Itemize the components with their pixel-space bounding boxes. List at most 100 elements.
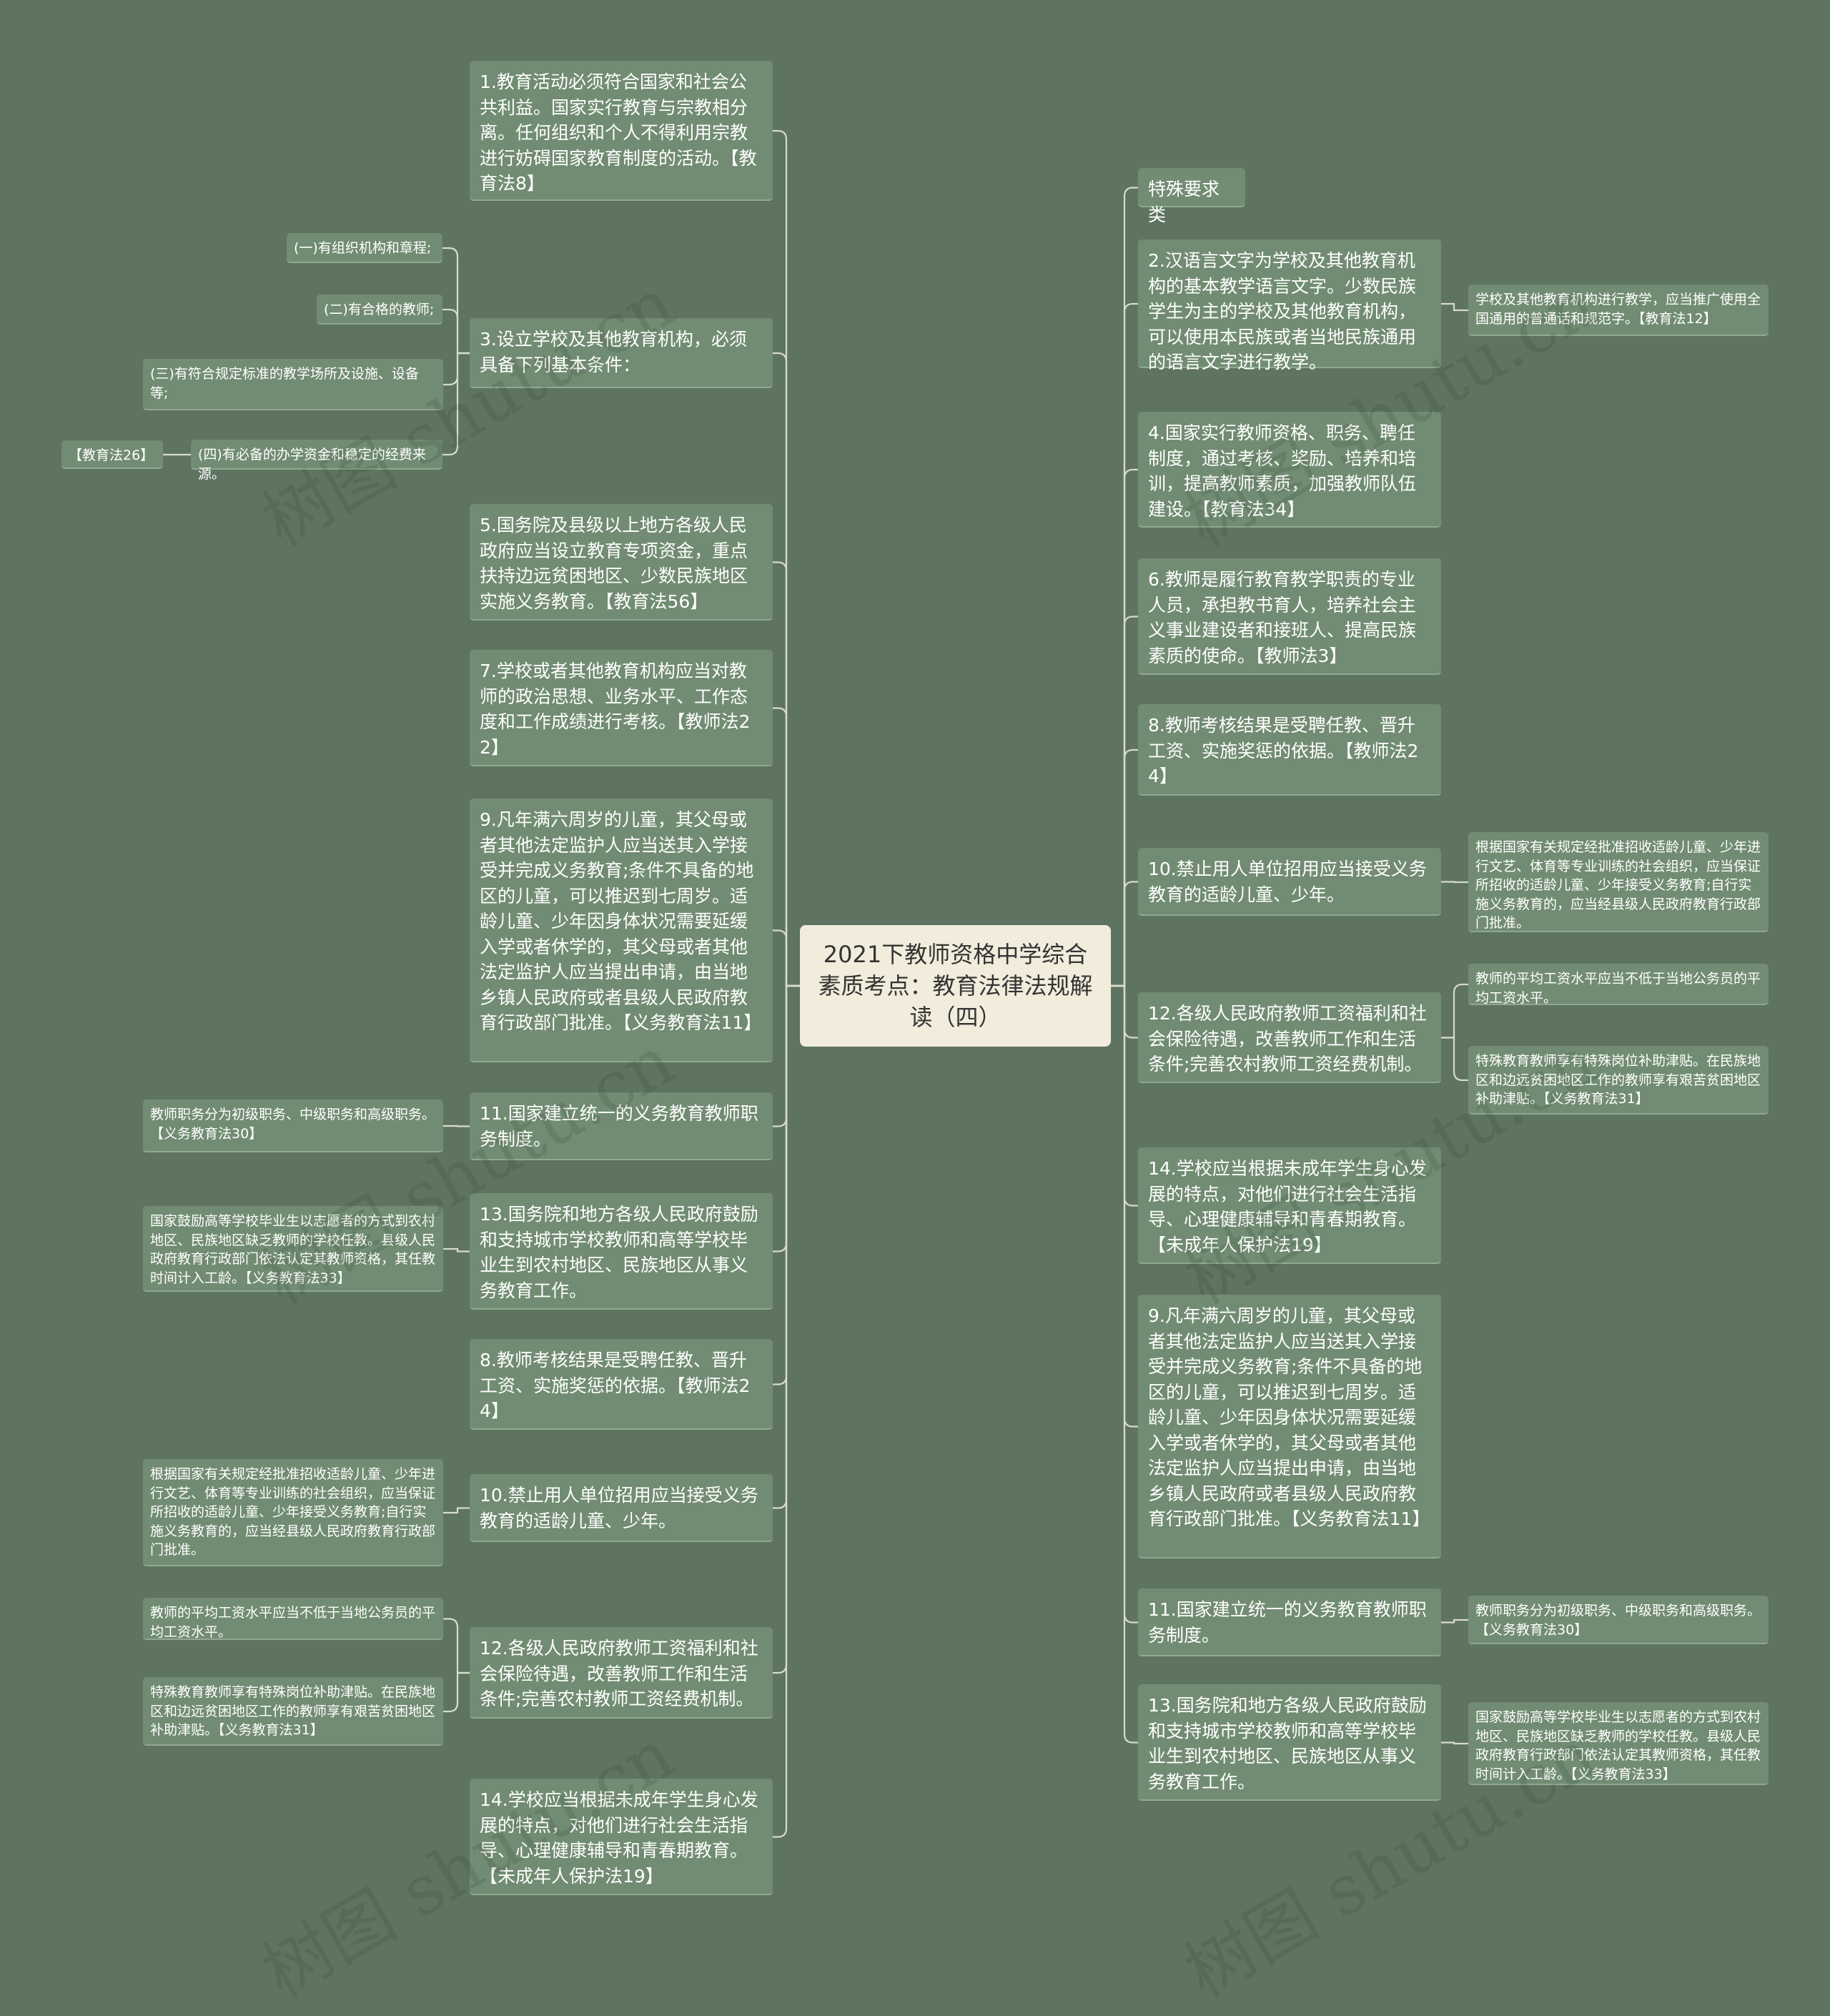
left-topic-3[interactable]: 5.国务院及县级以上地方各级人民政府应当设立教育专项资金，重点扶持边远贫困地区、… [470,504,773,621]
left-topic-6[interactable]: 11.国家建立统一的义务教育教师职务制度。 [470,1092,773,1160]
right-topic-11[interactable]: 13.国务院和地方各级人民政府鼓励和支持城市学校教师和高等学校毕业生到农村地区、… [1138,1684,1441,1801]
right-topic-2[interactable]: 2.汉语言文字为学校及其他教育机构的基本教学语言文字。少数民族学生为主的学校及其… [1138,239,1441,372]
right-topic-7-child-1-text: 教师的平均工资水平应当不低于当地公务员的平均工资水平。 [1475,971,1761,1006]
left-topic-2[interactable]: 3.设立学校及其他教育机构，必须具备下列基本条件： [470,318,773,388]
right-topic-10-child-1-text: 教师职务分为初级职务、中级职务和高级职务。【义务教育法30】 [1475,1603,1761,1638]
left-topic-3-child-4-ref[interactable]: 【教育法26】 [61,440,163,469]
connector-line [442,247,470,355]
left-topic-3-child-4-text: (四)有必备的办学资金和稳定的经费来源。 [198,447,426,482]
left-topic-1[interactable]: 1.教育活动必须符合国家和社会公共利益。国家实行教育与宗教相分离。任何组织和个人… [470,61,773,201]
right-topic-6[interactable]: 10.禁止用人单位招用应当接受义务教育的适龄儿童、少年。 [1138,848,1441,916]
left-topic-4[interactable]: 7.学校或者其他教育机构应当对教师的政治思想、业务水平、工作态度和工作成绩进行考… [470,650,773,766]
right-topic-5-text: 8.教师考核结果是受聘任教、晋升工资、实施奖惩的依据。【教师法24】 [1148,715,1419,786]
connector-line [1111,187,1138,987]
center-topic[interactable]: 2021下教师资格中学综合素质考点：教育法律法规解读（四） [800,925,1111,1047]
left-topic-6-child-1-text: 教师职务分为初级职务、中级职务和高级职务。【义务教育法30】 [150,1107,436,1142]
right-topic-9[interactable]: 9.凡年满六周岁的儿童，其父母或者其他法定监护人应当送其入学接受并完成义务教育;… [1138,1295,1441,1558]
connector-line [1441,1741,1468,1745]
connector-line [443,1125,470,1127]
connector-line [1111,984,1138,1744]
right-topic-11-child-1[interactable]: 国家鼓励高等学校毕业生以志愿者的方式到农村地区、民族地区缺乏教师的学校任教。县级… [1468,1702,1769,1785]
connector-line [773,984,800,1385]
right-topic-6-child-1[interactable]: 根据国家有关规定经批准招收适龄儿童、少年进行文艺、体育等专业训练的社会组织，应当… [1468,832,1769,932]
connector-line [1111,984,1138,1207]
left-topic-10-text: 12.各级人民政府教师工资福利和社会保险待遇，改善教师工作和生活条件;完善农村教… [480,1638,758,1709]
connector-line [443,1247,470,1252]
right-topic-4-text: 6.教师是履行教育教学职责的专业人员，承担教书育人，培养社会主义事业建设者和接班… [1148,569,1417,666]
left-topic-10-child-1-text: 教师的平均工资水平应当不低于当地公务员的平均工资水平。 [150,1605,436,1640]
left-topic-7-child-1-text: 国家鼓励高等学校毕业生以志愿者的方式到农村地区、民族地区缺乏教师的学校任教。县级… [150,1213,436,1286]
connector-line [773,984,800,1674]
right-topic-3-text: 4.国家实行教师资格、职务、聘任制度，通过考核、奖励、培养和培训，提高教师素质，… [1148,423,1417,520]
connector-line [1111,984,1138,1039]
connector-line [443,352,470,386]
left-topic-9[interactable]: 10.禁止用人单位招用应当接受义务教育的适龄儿童、少年。 [470,1474,773,1542]
right-topic-7-child-1[interactable]: 教师的平均工资水平应当不低于当地公务员的平均工资水平。 [1468,964,1769,1006]
left-topic-10[interactable]: 12.各级人民政府教师工资福利和社会保险待遇，改善教师工作和生活条件;完善农村教… [470,1627,773,1719]
left-topic-3-child-3[interactable]: (三)有符合规定标准的教学场所及设施、设备等; [143,359,443,410]
left-topic-11-text: 14.学校应当根据未成年学生身心发展的特点，对他们进行社会生活指导、心理健康辅导… [480,1789,758,1887]
connector-line [773,984,800,1838]
right-topic-8[interactable]: 14.学校应当根据未成年学生身心发展的特点，对他们进行社会生活指导、心理健康辅导… [1138,1147,1441,1264]
connector-line [1111,881,1138,987]
right-topic-3[interactable]: 4.国家实行教师资格、职务、聘任制度，通过考核、奖励、培养和培训，提高教师素质，… [1138,412,1441,528]
right-topic-2-child-1-text: 学校及其他教育机构进行教学，应当推广使用全国通用的普通话和规范字。【教育法12】 [1475,292,1761,327]
right-topic-7[interactable]: 12.各级人民政府教师工资福利和社会保险待遇，改善教师工作和生活条件;完善农村教… [1138,992,1441,1083]
connector-line [1441,1619,1468,1624]
right-topic-11-text: 13.国务院和地方各级人民政府鼓励和支持城市学校教师和高等学校毕业生到农村地区、… [1148,1695,1427,1792]
right-topic-6-text: 10.禁止用人单位招用应当接受义务教育的适龄儿童、少年。 [1148,859,1427,905]
right-topic-1[interactable]: 特殊要求类 [1138,168,1245,225]
left-topic-10-child-2[interactable]: 特殊教育教师享有特殊岗位补助津贴。在民族地区和边远贫困地区工作的教师享有艰苦贫困… [143,1677,443,1746]
right-topic-7-child-2[interactable]: 特殊教育教师享有特殊岗位补助津贴。在民族地区和边远贫困地区工作的教师享有艰苦贫困… [1468,1046,1769,1115]
right-topic-7-child-2-text: 特殊教育教师享有特殊岗位补助津贴。在民族地区和边远贫困地区工作的教师享有艰苦贫困… [1475,1053,1761,1107]
connector-line [773,352,800,987]
connector-line [1441,1037,1468,1082]
right-topic-2-child-1[interactable]: 学校及其他教育机构进行教学，应当推广使用全国通用的普通话和规范字。【教育法12】 [1468,285,1769,336]
connector-line [443,1507,470,1514]
right-topic-4[interactable]: 6.教师是履行教育教学职责的专业人员，承担教书育人，培养社会主义事业建设者和接班… [1138,558,1441,675]
right-topic-9-text: 9.凡年满六周岁的儿童，其父母或者其他法定监护人应当送其入学接受并完成义务教育;… [1148,1305,1430,1529]
connector-line [442,352,470,456]
left-topic-3-child-1[interactable]: (一)有组织机构和章程; [287,233,442,263]
right-topic-6-child-1-text: 根据国家有关规定经批准招收适龄儿童、少年进行文艺、体育等专业训练的社会组织，应当… [1475,839,1761,932]
right-topic-1-text: 特殊要求类 [1148,179,1220,225]
right-topic-5[interactable]: 8.教师考核结果是受聘任教、晋升工资、实施奖惩的依据。【教师法24】 [1138,704,1441,796]
right-topic-7-text: 12.各级人民政府教师工资福利和社会保险待遇，改善教师工作和生活条件;完善农村教… [1148,1003,1427,1074]
left-topic-3-child-2[interactable]: (二)有合格的教师; [317,295,442,325]
left-topic-8[interactable]: 8.教师考核结果是受聘任教、晋升工资、实施奖惩的依据。【教师法24】 [470,1339,773,1430]
left-topic-3-child-2-text: (二)有合格的教师; [324,302,435,317]
left-topic-3-child-4-ref-text: 【教育法26】 [69,448,154,463]
connector-line [442,308,470,355]
right-topic-10[interactable]: 11.国家建立统一的义务教育教师职务制度。 [1138,1588,1441,1656]
left-topic-9-child-1-text: 根据国家有关规定经批准招收适龄儿童、少年进行文艺、体育等专业训练的社会组织，应当… [150,1466,436,1558]
left-topic-5[interactable]: 9.凡年满六周岁的儿童，其父母或者其他法定监护人应当送其入学接受并完成义务教育;… [470,799,773,1062]
right-topic-11-child-1-text: 国家鼓励高等学校毕业生以志愿者的方式到农村地区、民族地区缺乏教师的学校任教。县级… [1475,1709,1761,1782]
connector-line [443,1618,470,1674]
left-topic-7-child-1[interactable]: 国家鼓励高等学校毕业生以志愿者的方式到农村地区、民族地区缺乏教师的学校任教。县级… [143,1206,443,1292]
left-topic-10-child-1[interactable]: 教师的平均工资水平应当不低于当地公务员的平均工资水平。 [143,1598,443,1640]
connector-line [1111,616,1138,987]
left-topic-3-child-4[interactable]: (四)有必备的办学资金和稳定的经费来源。 [191,440,442,482]
connector-line [773,929,800,987]
left-topic-2-text: 3.设立学校及其他教育机构，必须具备下列基本条件： [480,329,747,375]
left-topic-6-child-1[interactable]: 教师职务分为初级职务、中级职务和高级职务。【义务教育法30】 [143,1100,443,1152]
left-topic-7[interactable]: 13.国务院和地方各级人民政府鼓励和支持城市学校教师和高等学校毕业生到农村地区、… [470,1193,773,1310]
connector-line [1111,748,1138,987]
connector-line [773,561,800,987]
right-topic-10-child-1[interactable]: 教师职务分为初级职务、中级职务和高级职务。【义务教育法30】 [1468,1596,1769,1644]
connector-line [1111,984,1138,1624]
right-topic-10-text: 11.国家建立统一的义务教育教师职务制度。 [1148,1599,1427,1646]
left-topic-11[interactable]: 14.学校应当根据未成年学生身心发展的特点，对他们进行社会生活指导、心理健康辅导… [470,1779,773,1895]
left-topic-9-text: 10.禁止用人单位招用应当接受义务教育的适龄儿童、少年。 [480,1485,758,1531]
left-topic-3-text: 5.国务院及县级以上地方各级人民政府应当设立教育专项资金，重点扶持边远贫困地区、… [480,515,748,612]
connector-line [1441,881,1468,884]
connector-line [1111,984,1138,1428]
left-topic-6-text: 11.国家建立统一的义务教育教师职务制度。 [480,1103,758,1150]
connector-line [773,984,800,1252]
connector-line [1441,302,1468,312]
left-topic-9-child-1[interactable]: 根据国家有关规定经批准招收适龄儿童、少年进行文艺、体育等专业训练的社会组织，应当… [143,1459,443,1566]
connector-line [773,984,800,1127]
mind-map: 2021下教师资格中学综合素质考点：教育法律法规解读（四） 1.教育活动必须符合… [61,61,1769,1895]
right-topic-2-text: 2.汉语言文字为学校及其他教育机构的基本教学语言文字。少数民族学生为主的学校及其… [1148,250,1417,372]
center-topic-text: 2021下教师资格中学综合素质考点：教育法律法规解读（四） [818,940,1093,1032]
